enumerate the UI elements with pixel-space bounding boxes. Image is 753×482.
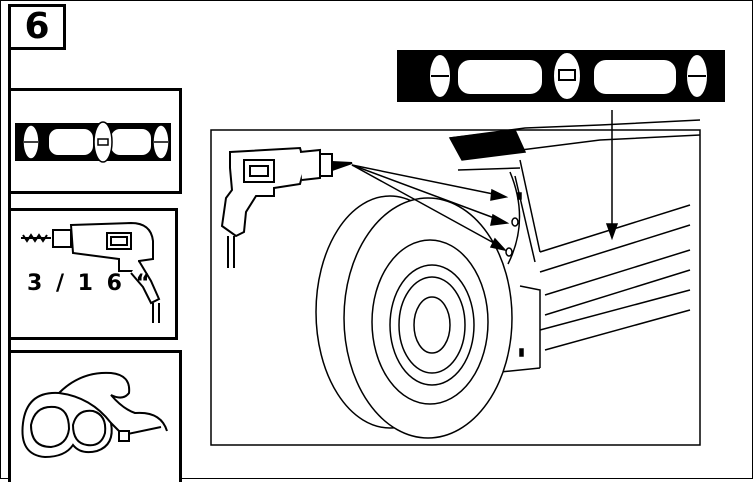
arrow-icon	[605, 110, 619, 241]
level-icon	[15, 121, 171, 163]
step-number-box: 6	[8, 4, 66, 50]
level-icon	[397, 50, 725, 102]
step-number: 6	[24, 6, 50, 47]
wheel-icon	[315, 195, 513, 439]
arrow-icon	[351, 164, 510, 252]
illustration-frame	[210, 129, 701, 446]
drill-icon	[21, 221, 161, 323]
tool-panel-drill: 3 / 1 6 “	[8, 208, 178, 340]
mounting-holes	[505, 171, 522, 265]
tool-panel-level	[8, 88, 182, 194]
safety-goggles-icon	[21, 371, 168, 459]
vehicle-body	[448, 119, 701, 373]
drill-bit-size-label: 3 / 1 6 “	[27, 271, 154, 296]
drill-icon	[220, 146, 353, 268]
tool-panel-goggles	[8, 350, 182, 482]
